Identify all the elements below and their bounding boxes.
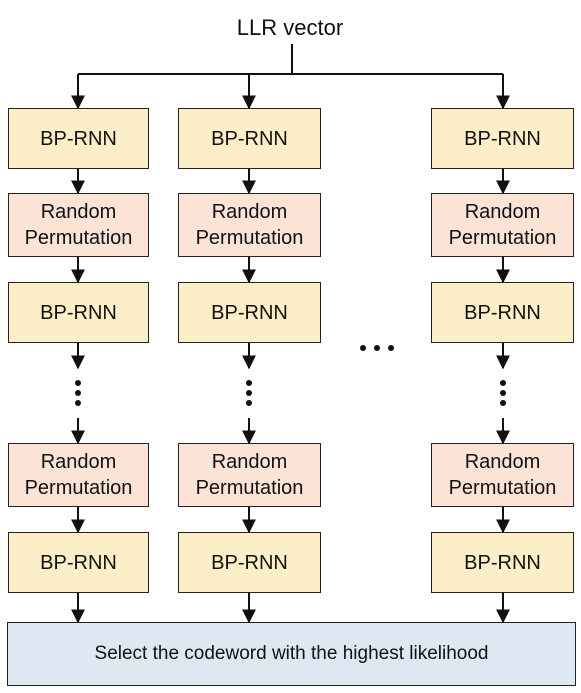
random-permutation-block: Random Permutation <box>431 193 574 257</box>
bp-rnn-block: BP-RNN <box>431 108 574 169</box>
select-codeword-block: Select the codeword with the highest lik… <box>7 622 576 686</box>
permutation-label-line1: Random <box>464 201 541 223</box>
bp-rnn-label: BP-RNN <box>40 301 117 324</box>
permutation-label-line1: Random <box>464 451 541 473</box>
horizontal-ellipsis <box>356 345 398 351</box>
random-permutation-block: Random Permutation <box>431 443 574 507</box>
permutation-label-line2: Permutation <box>448 227 557 249</box>
bp-rnn-block: BP-RNN <box>431 532 574 593</box>
random-permutation-block: Random Permutation <box>8 443 149 507</box>
vertical-ellipsis <box>246 378 252 408</box>
bp-rnn-block: BP-RNN <box>8 282 149 343</box>
permutation-label-line1: Random <box>211 451 288 473</box>
bp-rnn-label: BP-RNN <box>211 127 288 150</box>
vertical-ellipsis <box>75 378 81 408</box>
permutation-label-line2: Permutation <box>195 227 304 249</box>
bp-rnn-label: BP-RNN <box>211 301 288 324</box>
vertical-ellipsis <box>500 378 506 408</box>
random-permutation-block: Random Permutation <box>178 193 321 257</box>
bp-rnn-block: BP-RNN <box>178 532 321 593</box>
bp-rnn-label: BP-RNN <box>464 301 541 324</box>
random-permutation-block: Random Permutation <box>8 193 149 257</box>
permutation-label-line2: Permutation <box>24 227 133 249</box>
bp-rnn-label: BP-RNN <box>464 127 541 150</box>
input-label: LLR vector <box>236 15 344 40</box>
bp-rnn-label: BP-RNN <box>40 127 117 150</box>
bp-rnn-block: BP-RNN <box>178 108 321 169</box>
permutation-label-line2: Permutation <box>24 477 133 499</box>
bp-rnn-block: BP-RNN <box>431 282 574 343</box>
bp-rnn-block: BP-RNN <box>8 532 149 593</box>
bp-rnn-label: BP-RNN <box>40 551 117 574</box>
bp-rnn-block: BP-RNN <box>178 282 321 343</box>
bp-rnn-label: BP-RNN <box>464 551 541 574</box>
bp-rnn-label: BP-RNN <box>211 551 288 574</box>
permutation-label-line1: Random <box>40 451 117 473</box>
permutation-label-line1: Random <box>211 201 288 223</box>
permutation-label-line2: Permutation <box>448 477 557 499</box>
select-codeword-label: Select the codeword with the highest lik… <box>94 643 489 664</box>
permutation-label-line2: Permutation <box>195 477 304 499</box>
permutation-label-line1: Random <box>40 201 117 223</box>
random-permutation-block: Random Permutation <box>178 443 321 507</box>
bp-rnn-block: BP-RNN <box>8 108 149 169</box>
